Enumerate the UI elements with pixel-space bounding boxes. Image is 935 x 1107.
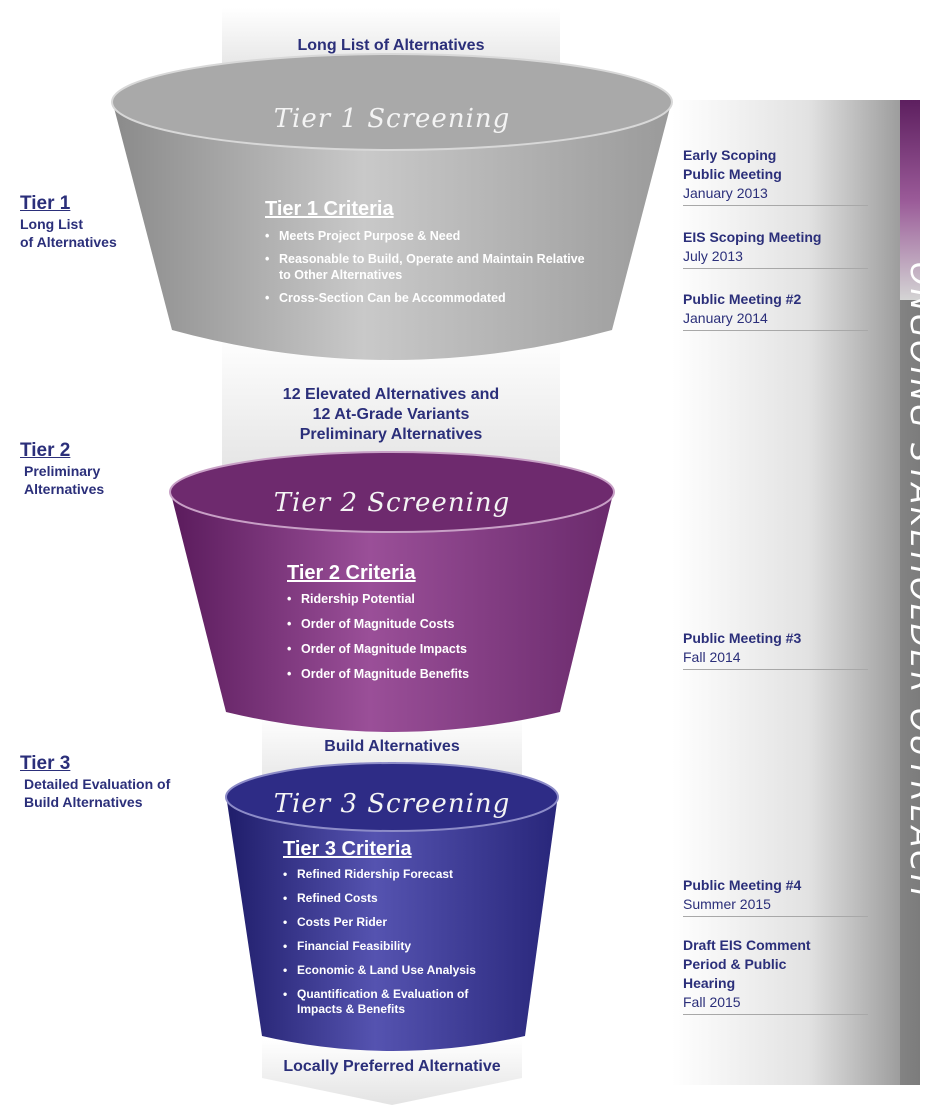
criteria-title: Tier 2 Criteria	[287, 562, 416, 584]
criteria-item: Order of Magnitude Benefits	[287, 666, 527, 682]
meeting-item: Public Meeting #2 January 2014	[683, 290, 868, 331]
meeting-date: Fall 2014	[683, 649, 741, 665]
criteria-item: Refined Costs	[283, 891, 513, 906]
tier-subtitle: Long List	[20, 216, 83, 232]
meeting-item: Public Meeting #3 Fall 2014	[683, 629, 868, 670]
flow-label-mid1-line: 12 At-Grade Variants	[312, 406, 470, 423]
flow-band-mid1	[222, 335, 560, 480]
criteria-item: Reasonable to Build, Operate and Maintai…	[265, 251, 595, 283]
flow-label-mid1: 12 Elevated Alternatives and 12 At-Grade…	[222, 385, 560, 445]
tier-title: Tier 1	[20, 193, 71, 214]
criteria-item: Cross-Section Can be Accommodated	[265, 290, 595, 306]
meeting-title: Early Scoping Public Meeting	[683, 147, 782, 182]
tier3-funnel	[226, 775, 558, 1051]
flow-label-mid2: Build Alternatives	[324, 738, 460, 755]
meeting-date: January 2014	[683, 310, 768, 326]
flow-band-bottom	[262, 1040, 522, 1105]
criteria-item: Ridership Potential	[287, 591, 527, 607]
tier3-label: Tier 3 Detailed Evaluation of Build Alte…	[20, 753, 170, 811]
criteria-item: Order of Magnitude Impacts	[287, 641, 527, 657]
outreach-accent	[900, 100, 920, 300]
tier-subtitle: Alternatives	[24, 481, 105, 497]
meeting-title: Public Meeting #3	[683, 630, 802, 646]
criteria-item: Refined Ridership Forecast	[283, 867, 513, 882]
criteria-list: Ridership Potential Order of Magnitude C…	[287, 591, 527, 682]
meeting-date: July 2013	[683, 248, 743, 264]
tier1-label: Tier 1 Long List of Alternatives	[20, 193, 117, 251]
criteria-item: Economic & Land Use Analysis	[283, 963, 513, 978]
meeting-item: Public Meeting #4 Summer 2015	[683, 876, 868, 917]
tier-subtitle: Preliminary	[24, 463, 101, 479]
tier1-criteria: Tier 1 Criteria Meets Project Purpose & …	[265, 198, 595, 306]
criteria-list: Meets Project Purpose & Need Reasonable …	[265, 228, 595, 306]
meeting-title: Draft EIS Comment Period & Public Hearin…	[683, 937, 811, 991]
outreach-panel	[672, 100, 920, 1085]
meeting-date: Fall 2015	[683, 994, 741, 1010]
tier2-screening-label: Tier 2 Screening	[273, 488, 511, 518]
flow-label-top: Long List of Alternatives	[297, 37, 485, 54]
meeting-item: Early Scoping Public Meeting January 201…	[683, 146, 868, 206]
criteria-list: Refined Ridership Forecast Refined Costs…	[283, 867, 513, 1017]
tier2-funnel-rim	[169, 451, 615, 533]
meeting-title: EIS Scoping Meeting	[683, 229, 822, 245]
criteria-item: Order of Magnitude Costs	[287, 616, 527, 632]
tier1-screening-label: Tier 1 Screening	[273, 104, 511, 134]
tier-title: Tier 3	[20, 753, 71, 774]
outreach-label: ONGOING STAKEHOLDER OUTREACH	[903, 262, 935, 900]
tier2-criteria: Tier 2 Criteria Ridership Potential Orde…	[287, 562, 527, 682]
tier2-label: Tier 2 Preliminary Alternatives	[20, 440, 104, 498]
flow-label-mid1-line: 12 Elevated Alternatives and	[282, 386, 500, 403]
outreach-panel-edge	[900, 100, 920, 1085]
tier3-criteria: Tier 3 Criteria Refined Ridership Foreca…	[283, 838, 513, 1017]
meeting-title: Public Meeting #4	[683, 877, 802, 893]
tier-subtitle: of Alternatives	[20, 234, 117, 250]
flow-label-bottom: Locally Preferred Alternative	[283, 1058, 501, 1075]
tier1-funnel-rim	[111, 53, 673, 151]
meeting-date: January 2013	[683, 185, 768, 201]
tier-title: Tier 2	[20, 440, 71, 461]
criteria-title: Tier 1 Criteria	[265, 198, 394, 220]
meeting-item: Draft EIS Comment Period & Public Hearin…	[683, 936, 868, 1015]
criteria-item: Meets Project Purpose & Need	[265, 228, 595, 244]
criteria-item: Costs Per Rider	[283, 915, 513, 930]
flow-label-mid1-line: Preliminary Alternatives	[299, 426, 483, 443]
criteria-title: Tier 3 Criteria	[283, 838, 412, 860]
tier3-screening-label: Tier 3 Screening	[273, 789, 511, 819]
tier-subtitle: Build Alternatives	[24, 794, 143, 810]
meeting-item: EIS Scoping Meeting July 2013	[683, 228, 868, 269]
tier-subtitle: Detailed Evaluation of	[24, 776, 171, 792]
tier3-funnel-rim	[225, 762, 559, 832]
criteria-item: Quantification & Evaluation of Impacts &…	[283, 987, 513, 1017]
meeting-date: Summer 2015	[683, 896, 771, 912]
meeting-title: Public Meeting #2	[683, 291, 802, 307]
criteria-item: Financial Feasibility	[283, 939, 513, 954]
